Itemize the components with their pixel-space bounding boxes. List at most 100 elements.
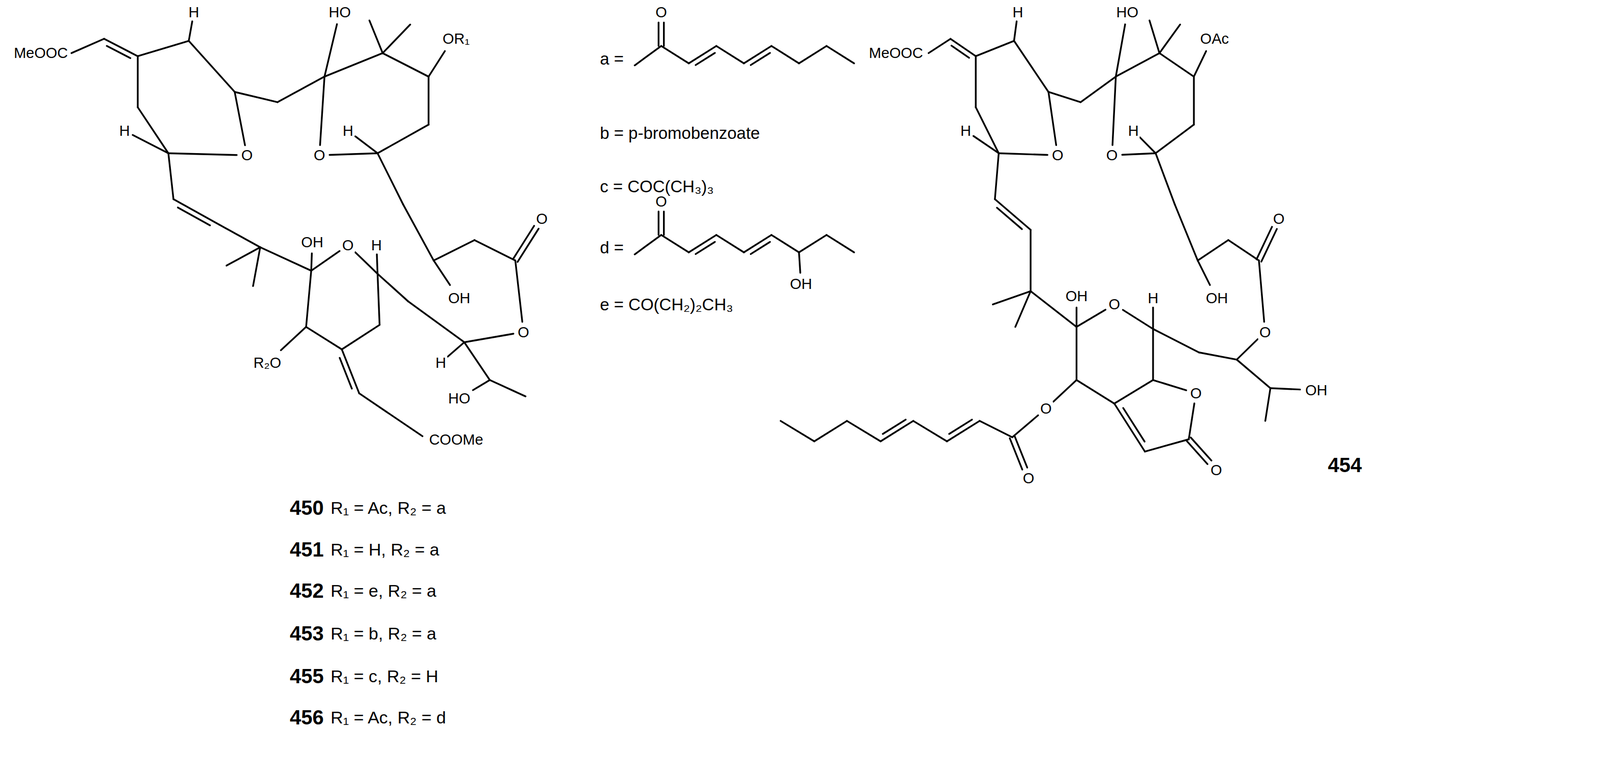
- bond-line: [979, 420, 1013, 437]
- bond-line: [1053, 379, 1077, 402]
- atom-label: O: [1258, 324, 1273, 340]
- bond-line: [377, 273, 409, 301]
- bond-line: [1228, 239, 1259, 261]
- atom-label: OH: [1204, 290, 1230, 306]
- bond-line: [798, 252, 801, 273]
- substituent-definition: e = CO(CH₂)₂CH₃: [598, 295, 735, 313]
- bond-line: [377, 153, 404, 204]
- bond-line: [177, 207, 210, 226]
- bond-line: [1048, 92, 1081, 103]
- substituent-list: R₁ = e, R₂ = a: [329, 581, 438, 599]
- bond-line: [1155, 153, 1175, 204]
- bond-line: [798, 45, 827, 64]
- bond-line: [1123, 407, 1145, 442]
- bond-line: [814, 420, 848, 441]
- atom-label: O: [1189, 385, 1203, 401]
- bond-line: [234, 92, 246, 146]
- substituent-list: R₁ = c, R₂ = H: [329, 667, 440, 685]
- bond-line: [662, 211, 665, 235]
- bond-line: [447, 342, 465, 357]
- atom-label: O: [534, 210, 549, 226]
- substituent-list: R₁ = b, R₂ = a: [329, 624, 438, 642]
- bond-line: [826, 234, 855, 253]
- bond-line: [1029, 229, 1032, 291]
- bond-line: [433, 239, 475, 261]
- bond-line: [1048, 92, 1056, 146]
- atom-label: HO: [327, 5, 353, 20]
- bond-line: [311, 250, 340, 271]
- bond-line: [1114, 379, 1154, 404]
- bond-line: [1152, 328, 1154, 380]
- bond-line: [339, 357, 352, 388]
- bond-line: [1009, 437, 1023, 470]
- bond-line: [311, 253, 312, 271]
- bond-line: [464, 333, 514, 343]
- atom-label: H: [341, 123, 355, 139]
- bond-line: [1114, 403, 1145, 451]
- bond-line: [306, 326, 342, 350]
- bond-line: [1188, 403, 1195, 440]
- bond-line: [997, 207, 1022, 229]
- bond-line: [1013, 40, 1049, 92]
- bond-line: [260, 247, 312, 271]
- bond-line: [657, 22, 660, 46]
- bond-line: [377, 273, 380, 325]
- bond-line: [376, 254, 378, 274]
- bond-line: [1159, 52, 1194, 77]
- bond-line: [1197, 260, 1211, 285]
- bond-line: [780, 420, 814, 441]
- atom-label: O: [1105, 147, 1120, 163]
- bond-line: [382, 52, 429, 77]
- bond-line: [634, 234, 661, 255]
- bond-line: [1153, 379, 1187, 390]
- bond-line: [168, 153, 174, 199]
- bond-line: [994, 153, 1000, 199]
- atom-label: HO: [446, 390, 472, 406]
- bond-line: [1080, 76, 1116, 103]
- bond-line: [695, 241, 715, 254]
- substituent-list: R₁ = H, R₂ = a: [329, 540, 441, 558]
- bond-line: [253, 247, 261, 286]
- bond-line: [750, 52, 771, 66]
- compound-number: 452: [288, 580, 325, 601]
- atom-label: O: [1209, 462, 1224, 477]
- substituent-list: R₁ = Ac, R₂ = d: [329, 708, 447, 726]
- bond-line: [306, 270, 312, 327]
- bond-line: [428, 50, 445, 77]
- bond-line: [1076, 379, 1114, 404]
- atom-label: R₂O: [252, 354, 283, 370]
- bond-line: [662, 22, 665, 46]
- bond-line: [280, 326, 307, 351]
- bond-line: [1190, 437, 1212, 461]
- bond-line: [1015, 290, 1031, 327]
- bond-line: [369, 20, 383, 53]
- bond-line: [173, 199, 220, 225]
- bond-line: [320, 76, 325, 146]
- bond-line: [913, 420, 947, 441]
- atom-label: COOMe: [428, 431, 485, 447]
- bond-line: [132, 134, 169, 154]
- atom-label: MeOOC: [867, 45, 924, 61]
- bond-line: [1123, 309, 1154, 329]
- bond-line: [1014, 436, 1028, 468]
- atom-label: OH: [299, 234, 325, 250]
- bond-line: [657, 211, 660, 235]
- compound-number: 454: [1326, 454, 1364, 475]
- bond-line: [1139, 137, 1156, 154]
- bond-line: [716, 234, 744, 253]
- bond-line: [226, 247, 261, 266]
- substituent-definition: d =: [598, 238, 625, 256]
- substituent-definition: b = p-bromobenzoate: [598, 124, 762, 142]
- atom-label: H: [117, 123, 131, 139]
- compound-number: 451: [288, 538, 325, 560]
- bond-line: [947, 420, 980, 441]
- bond-line: [168, 153, 237, 155]
- bond-line: [1155, 124, 1194, 154]
- bond-line: [1115, 52, 1160, 77]
- bond-line: [695, 52, 715, 66]
- compound-number: 455: [288, 665, 325, 686]
- bond-line: [1193, 76, 1195, 125]
- bond-line: [1153, 328, 1199, 353]
- bond-line: [1149, 20, 1160, 53]
- bond-line: [433, 260, 450, 285]
